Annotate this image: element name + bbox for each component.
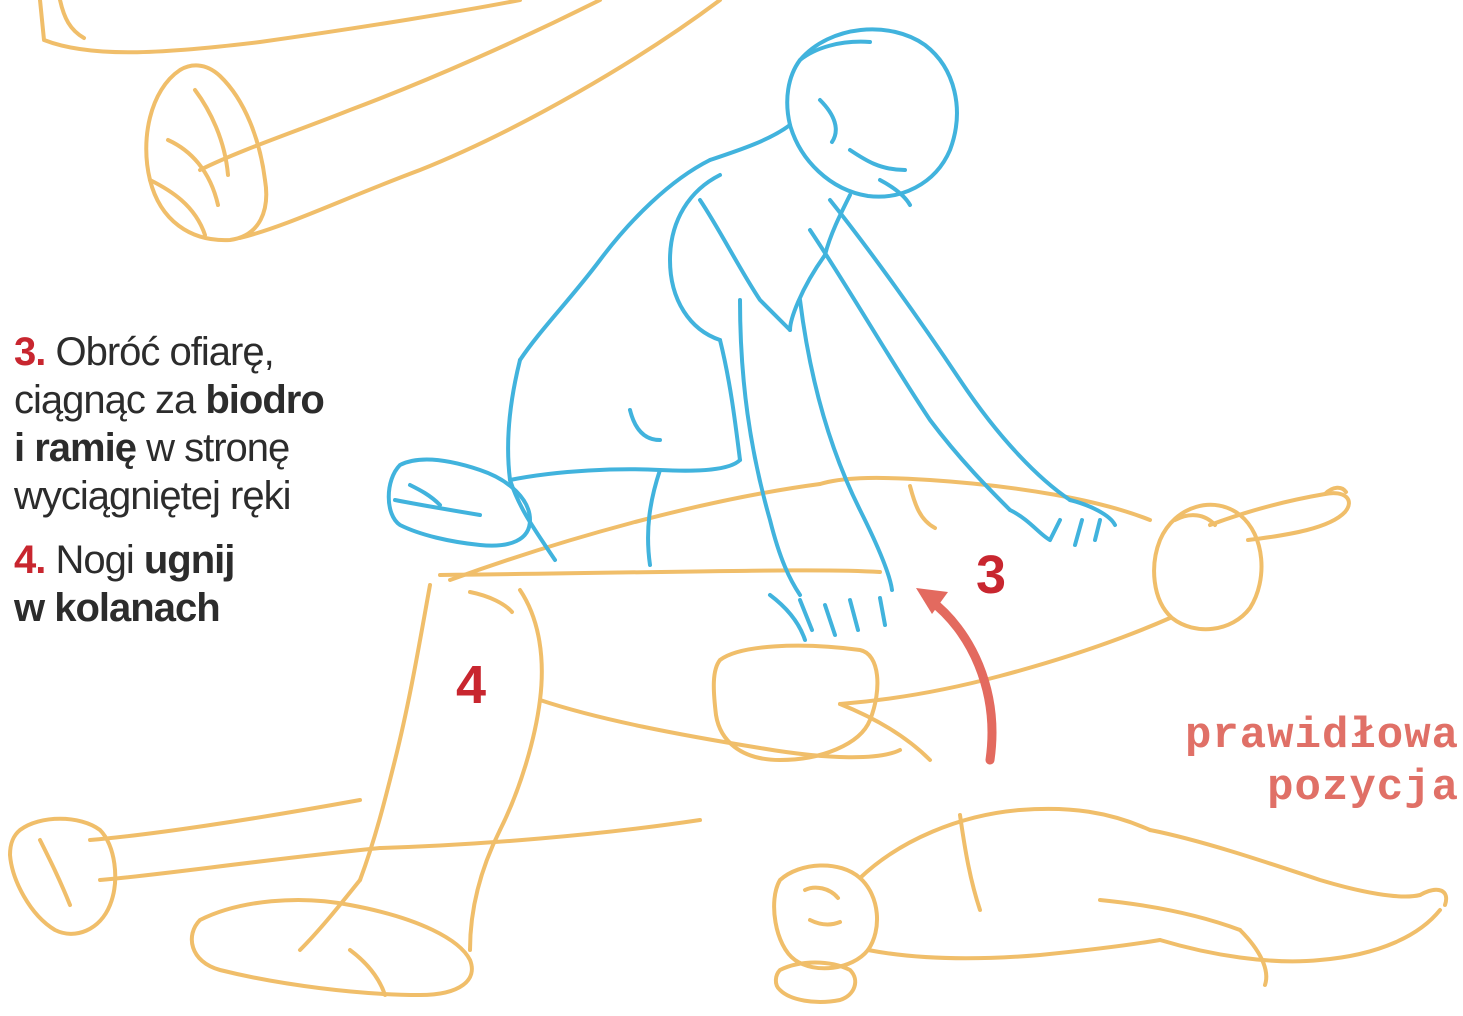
step-4-instruction: 4. Nogi ugnij w kolanach xyxy=(14,536,374,632)
step-3-instruction: 3. Obróć ofiarę, ciągnąc za biodro i ram… xyxy=(14,328,374,520)
rescuer-figure xyxy=(389,29,1115,640)
step-3-text-part-4: wyciągniętej ręki xyxy=(14,474,290,518)
step-4-marker: 4 xyxy=(456,658,486,712)
step-3-text-shoulder: i ramię xyxy=(14,426,136,470)
step-3-text-part-1: Obróć ofiarę, xyxy=(55,330,273,374)
recovery-position-figure xyxy=(774,809,1446,1002)
step-3-marker: 3 xyxy=(976,548,1006,602)
correct-position-label: prawidłowa pozycja xyxy=(1185,710,1459,814)
correct-position-line-2: pozycja xyxy=(1185,762,1459,814)
curved-arrow-icon xyxy=(916,588,992,760)
step-4-number: 4. xyxy=(14,538,45,582)
step-4-text-part-1: Nogi xyxy=(55,538,143,582)
instructions-caption: 3. Obróć ofiarę, ciągnąc za biodro i ram… xyxy=(14,328,374,632)
step-3-text-part-3: w stronę xyxy=(136,426,289,470)
step-3-text-hip: biodro xyxy=(205,378,323,422)
step-4-text-knees: w kolanach xyxy=(14,586,220,630)
previous-step-figure xyxy=(40,0,720,240)
correct-position-line-1: prawidłowa xyxy=(1185,710,1459,762)
step-3-number: 3. xyxy=(14,330,45,374)
step-4-text-bend: ugnij xyxy=(144,538,235,582)
step-3-text-part-2: ciągnąc za xyxy=(14,378,205,422)
